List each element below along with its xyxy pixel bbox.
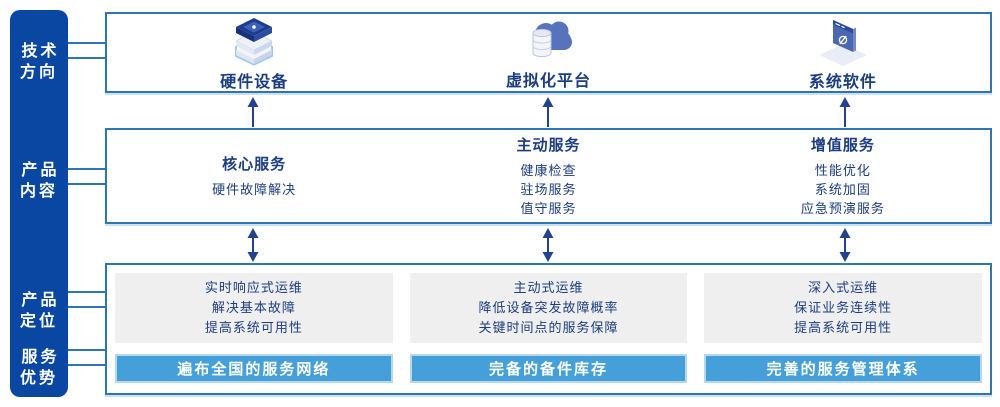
positioning-card: 主动式运维 降低设备突发故障概率 关键时间点的服务保障 bbox=[409, 273, 688, 343]
sidebar-label-product-positioning: 产品 定位 bbox=[10, 290, 68, 332]
sidebar-label-tech-direction: 技术 方向 bbox=[10, 41, 68, 83]
category-sidebar: 技术 方向 产品 内容 产品 定位 服务 优势 bbox=[10, 10, 68, 397]
positioning-column: 主动式运维 降低设备突发故障概率 关键时间点的服务保障 完备的备件库存 bbox=[409, 273, 688, 383]
positioning-line: 降低设备突发故障概率 bbox=[478, 300, 619, 315]
sidebar-label-service-advantage: 服务 优势 bbox=[10, 347, 68, 389]
connector-line bbox=[68, 42, 105, 44]
sidebar-label-line: 产品 bbox=[21, 292, 60, 309]
tech-item-label: 系统软件 bbox=[808, 73, 877, 91]
service-title: 主动服务 bbox=[516, 137, 581, 154]
service-column-proactive: 主动服务 健康检查 驻场服务 值守服务 bbox=[401, 130, 695, 222]
positioning-column: 深入式运维 保证业务连续性 提高系统可用性 完善的服务管理体系 bbox=[704, 273, 983, 383]
sidebar-label-line: 定位 bbox=[19, 313, 58, 330]
connector-line bbox=[68, 168, 105, 170]
positioning-line: 深入式运维 bbox=[808, 280, 879, 295]
positioning-line: 提高系统可用性 bbox=[204, 320, 303, 335]
sidebar-label-line: 技术 bbox=[21, 43, 60, 60]
service-item: 硬件故障解决 bbox=[212, 182, 297, 197]
service-column-core: 核心服务 硬件故障解决 bbox=[107, 130, 401, 222]
service-item: 值守服务 bbox=[520, 201, 577, 216]
up-arrow-icon bbox=[246, 97, 260, 127]
positioning-card: 实时响应式运维 解决基本故障 提高系统可用性 bbox=[115, 273, 393, 343]
tech-item-software: 系统软件 bbox=[696, 14, 990, 91]
tech-item-hardware: 硬件设备 bbox=[107, 14, 401, 91]
advantage-banner: 遍布全国的服务网络 bbox=[115, 354, 393, 383]
server-stack-icon bbox=[226, 14, 282, 66]
cloud-database-icon bbox=[520, 14, 576, 65]
software-window-icon bbox=[815, 14, 871, 66]
service-item: 系统加固 bbox=[814, 182, 871, 197]
product-content-panel: 核心服务 硬件故障解决 主动服务 健康检查 驻场服务 值守服务 增值服务 性能优… bbox=[105, 128, 992, 224]
positioning-column: 实时响应式运维 解决基本故障 提高系统可用性 遍布全国的服务网络 bbox=[115, 273, 393, 383]
connector-line bbox=[68, 57, 105, 59]
service-item: 驻场服务 bbox=[520, 182, 577, 197]
service-title: 增值服务 bbox=[810, 137, 875, 154]
positioning-line: 解决基本故障 bbox=[211, 300, 296, 315]
connector-line bbox=[68, 291, 105, 293]
connector-line bbox=[68, 349, 105, 351]
positioning-line: 保证业务连续性 bbox=[794, 300, 893, 315]
tech-item-label: 虚拟化平台 bbox=[505, 73, 591, 90]
service-item: 健康检查 bbox=[520, 163, 577, 178]
double-arrow-icon bbox=[838, 228, 852, 262]
double-arrow-icon bbox=[246, 228, 260, 262]
advantage-banner: 完备的备件库存 bbox=[409, 354, 688, 383]
sidebar-label-line: 方向 bbox=[19, 64, 58, 81]
connector-line bbox=[68, 306, 105, 308]
double-arrow-icon bbox=[541, 228, 555, 262]
product-positioning-panel: 实时响应式运维 解决基本故障 提高系统可用性 遍布全国的服务网络 主动式运维 降… bbox=[105, 263, 992, 395]
tech-direction-panel: 硬件设备 虚拟化平台 bbox=[105, 12, 992, 93]
sidebar-label-line: 服务 bbox=[21, 349, 60, 366]
positioning-card: 深入式运维 保证业务连续性 提高系统可用性 bbox=[704, 273, 983, 343]
service-column-value-added: 增值服务 性能优化 系统加固 应急预演服务 bbox=[696, 130, 990, 222]
up-arrow-icon bbox=[838, 97, 852, 127]
sidebar-label-product-content: 产品 内容 bbox=[10, 160, 68, 202]
up-arrow-icon bbox=[541, 97, 555, 127]
connector-line bbox=[68, 183, 105, 185]
service-item: 性能优化 bbox=[814, 163, 871, 178]
positioning-line: 关键时间点的服务保障 bbox=[478, 320, 619, 335]
sidebar-label-line: 产品 bbox=[21, 162, 60, 179]
sidebar-label-line: 优势 bbox=[19, 370, 58, 387]
sidebar-label-line: 内容 bbox=[19, 183, 58, 200]
connector-line bbox=[68, 364, 105, 366]
tech-item-label: 硬件设备 bbox=[220, 73, 289, 91]
positioning-line: 实时响应式运维 bbox=[204, 280, 303, 295]
positioning-line: 提高系统可用性 bbox=[794, 320, 893, 335]
service-title: 核心服务 bbox=[222, 156, 287, 173]
positioning-line: 主动式运维 bbox=[513, 280, 584, 295]
service-item: 应急预演服务 bbox=[800, 201, 885, 216]
tech-item-virtualization: 虚拟化平台 bbox=[401, 14, 695, 91]
advantage-banner: 完善的服务管理体系 bbox=[704, 354, 983, 383]
